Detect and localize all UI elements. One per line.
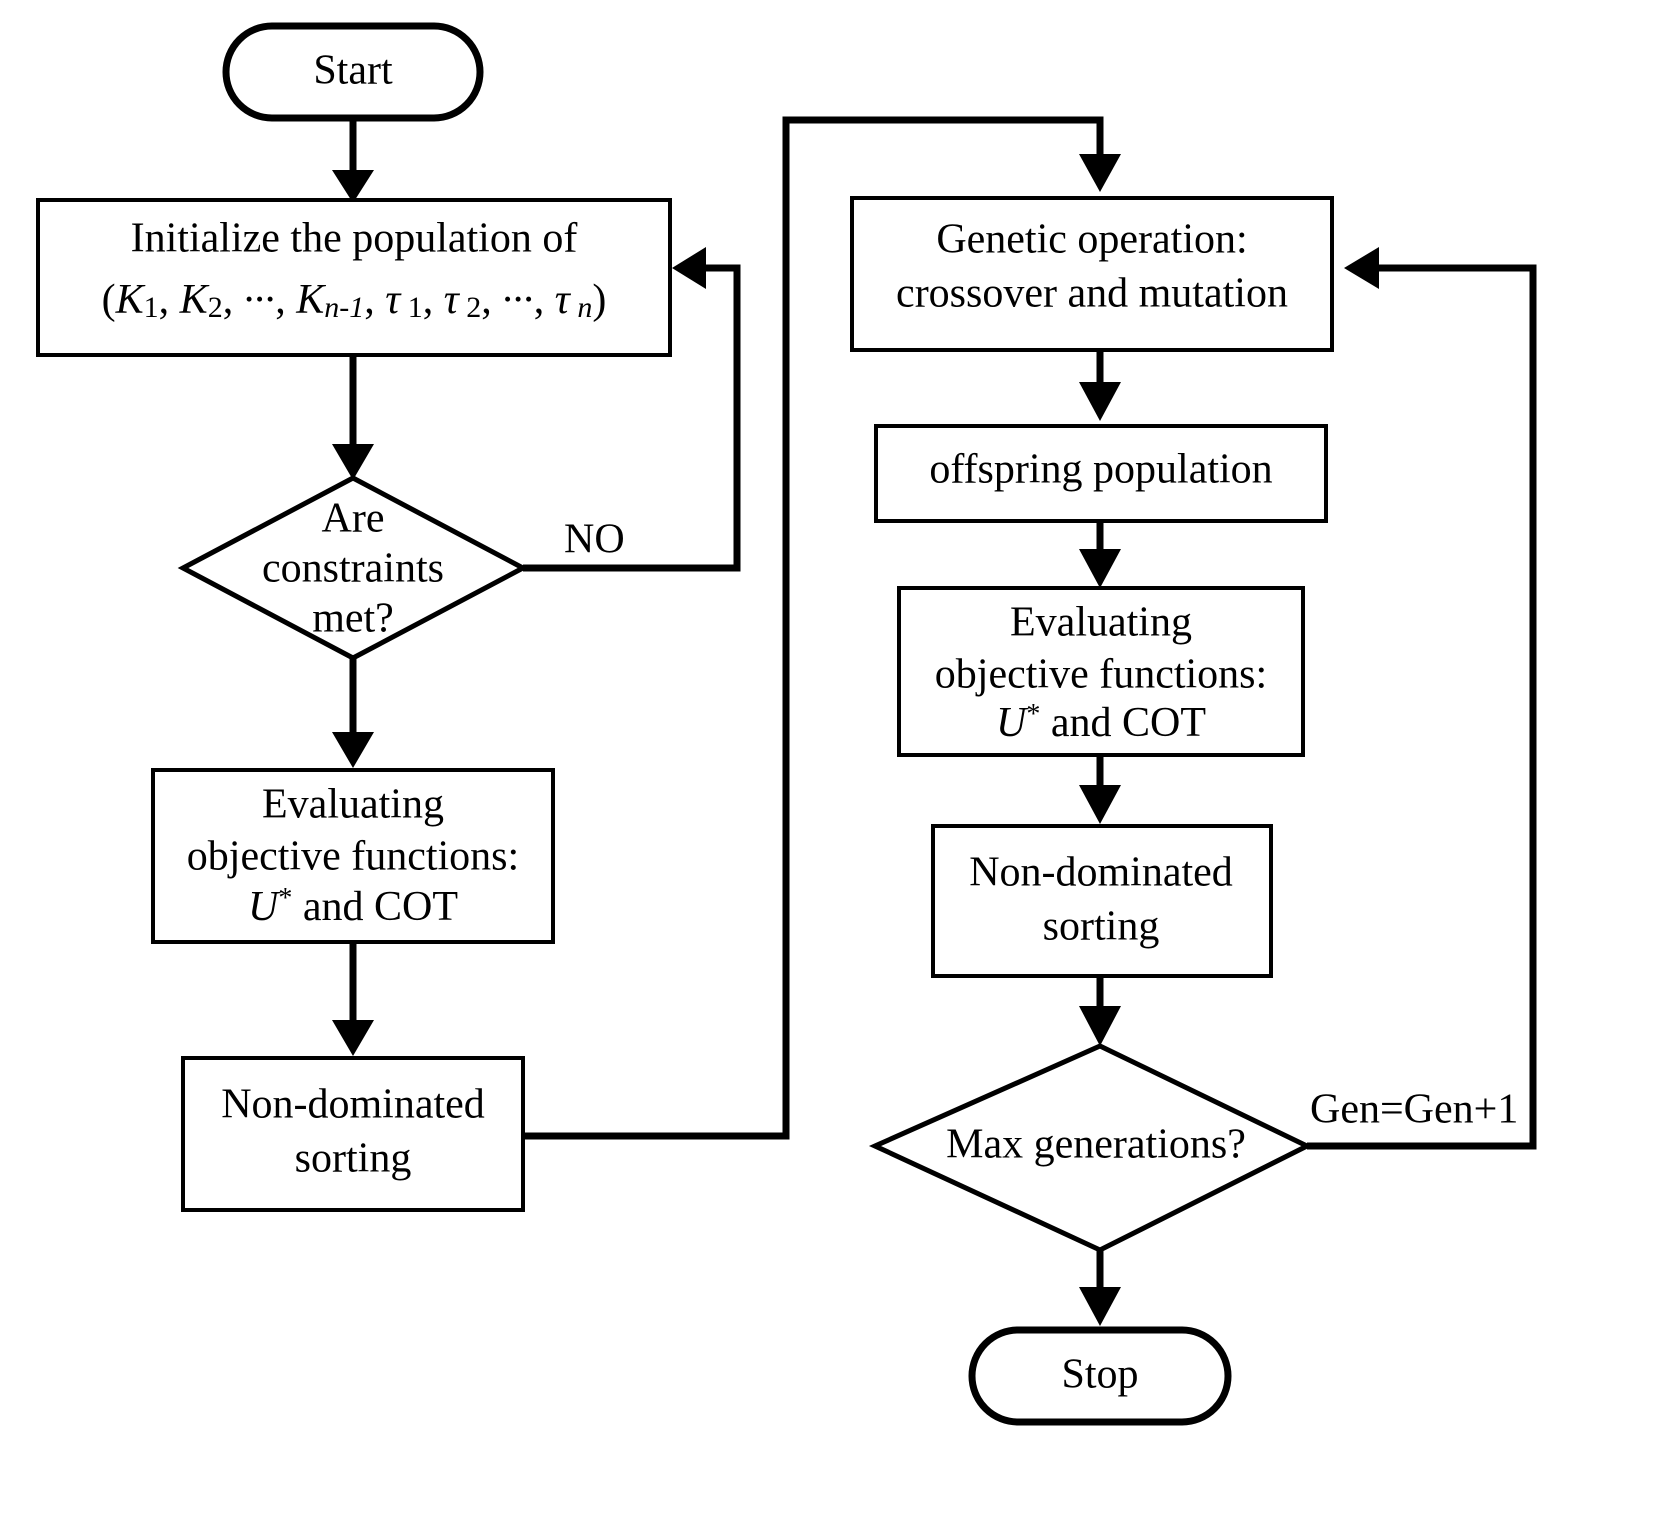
node-initialize-population[interactable]: Initialize the population of (K1, K2, ∙∙… bbox=[36, 198, 672, 357]
nondominated-right-box-shape bbox=[931, 824, 1273, 978]
evaluate-left-box-shape bbox=[151, 768, 555, 944]
constraints-line1: Are bbox=[322, 496, 385, 542]
node-evaluate-objectives-right[interactable]: Evaluating objective functions: U* and C… bbox=[897, 586, 1305, 757]
evaluate-right-line1: Evaluating bbox=[1010, 600, 1192, 646]
genetic-operation-box-shape bbox=[850, 196, 1334, 352]
edge-maxgen-loop-to-genetic bbox=[1307, 247, 1537, 1150]
nondominated-left-line2: sorting bbox=[295, 1136, 412, 1182]
offspring-line1: offspring population bbox=[929, 447, 1272, 493]
nondominated-left-box-shape bbox=[181, 1056, 525, 1212]
start-terminal-shape bbox=[222, 22, 484, 122]
node-constraints-decision[interactable]: Are constraints met? bbox=[177, 475, 529, 661]
node-offspring-population[interactable]: offspring population bbox=[874, 424, 1328, 523]
node-genetic-operation[interactable]: Genetic operation: crossover and mutatio… bbox=[850, 196, 1334, 352]
maxgen-diamond-shape bbox=[868, 1043, 1313, 1253]
stop-label: Stop bbox=[1061, 1352, 1138, 1398]
node-evaluate-objectives-left[interactable]: Evaluating objective functions: U* and C… bbox=[151, 768, 555, 944]
constraints-diamond-shape bbox=[177, 475, 529, 661]
genetic-operation-line1: Genetic operation: bbox=[936, 217, 1247, 263]
edge-evaluate-right-to-nondominated-right bbox=[1079, 755, 1121, 824]
edge-genetic-to-offspring bbox=[1079, 350, 1121, 421]
nondominated-right-line2: sorting bbox=[1043, 904, 1160, 950]
nondominated-right-line1: Non-dominated bbox=[969, 850, 1233, 896]
constraints-line2: constraints bbox=[262, 546, 444, 592]
nondominated-left-line1: Non-dominated bbox=[221, 1082, 485, 1128]
evaluate-left-line3: U* and COT bbox=[248, 883, 458, 930]
stop-terminal-shape bbox=[968, 1326, 1232, 1426]
evaluate-left-line1: Evaluating bbox=[262, 782, 444, 828]
evaluate-right-line2: objective functions: bbox=[935, 652, 1267, 698]
node-maxgen-decision[interactable]: Max generations? bbox=[868, 1043, 1313, 1253]
edge-label-no: NO bbox=[564, 517, 625, 563]
edge-evaluate-to-nondominated-left bbox=[332, 942, 374, 1056]
node-nondominated-sorting-left[interactable]: Non-dominated sorting bbox=[181, 1056, 525, 1212]
edge-initialize-to-constraints bbox=[332, 355, 374, 480]
initialize-box-shape bbox=[36, 198, 672, 357]
evaluate-right-box-shape bbox=[897, 586, 1305, 757]
maxgen-line1: Max generations? bbox=[946, 1122, 1246, 1168]
node-nondominated-sorting-right[interactable]: Non-dominated sorting bbox=[931, 824, 1273, 978]
edge-maxgen-to-stop bbox=[1079, 1250, 1121, 1326]
initialize-line2: (K1, K2, ∙∙∙, Kn-1, τ 1, τ 2, ∙∙∙, τ n) bbox=[102, 277, 607, 324]
edge-constraints-to-evaluate bbox=[332, 658, 374, 768]
initialize-line1: Initialize the population of bbox=[131, 216, 578, 262]
node-stop[interactable]: Stop bbox=[968, 1326, 1232, 1426]
edge-constraints-no-loop bbox=[523, 247, 741, 572]
edge-offspring-to-evaluate-right bbox=[1079, 521, 1121, 588]
start-label: Start bbox=[313, 48, 393, 94]
constraints-line3: met? bbox=[312, 596, 394, 642]
edge-label-gen-increment: Gen=Gen+1 bbox=[1310, 1087, 1518, 1133]
edge-nondominated-left-to-genetic bbox=[523, 116, 1121, 1140]
genetic-operation-line2: crossover and mutation bbox=[896, 271, 1288, 317]
node-start[interactable]: Start bbox=[222, 22, 484, 122]
edge-nondominated-right-to-maxgen bbox=[1079, 976, 1121, 1046]
edge-start-to-initialize bbox=[332, 118, 374, 203]
evaluate-left-line2: objective functions: bbox=[187, 834, 519, 880]
offspring-box-shape bbox=[874, 424, 1328, 523]
evaluate-right-line3: U* and COT bbox=[996, 699, 1206, 746]
